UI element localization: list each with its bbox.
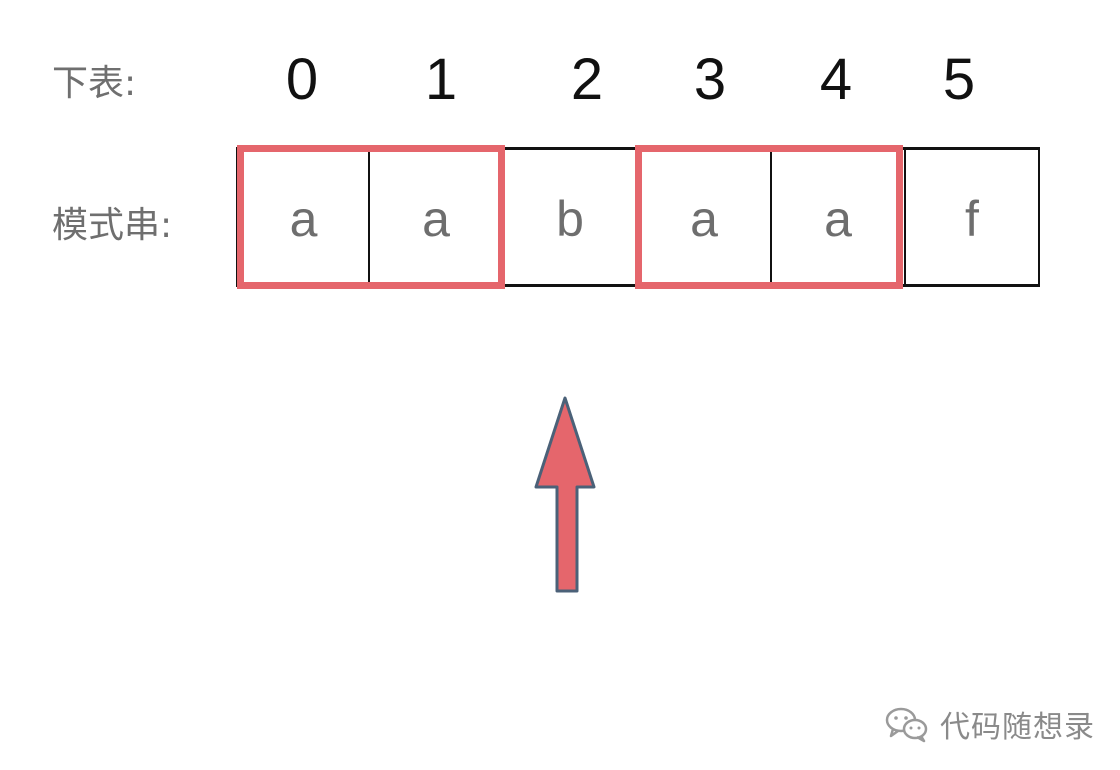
pattern-cell: b [504,147,638,287]
watermark-text: 代码随想录 [940,710,1095,745]
index-number: 3 [693,47,727,112]
index-number: 4 [819,47,853,112]
index-number: 5 [942,47,976,112]
index-number: 2 [570,47,604,112]
index-row-label: 下表: [52,63,137,104]
pattern-cell: a [772,147,906,287]
pattern-char: a [690,191,718,247]
pattern-row-label: 模式串: [52,205,173,246]
pattern-cell: f [906,147,1040,287]
pattern-cell: a [236,147,370,287]
watermark: 代码随想录 [884,702,1095,746]
pattern-char: a [289,191,318,247]
index-number: 0 [285,47,319,112]
pattern-char: a [422,191,450,247]
pointer-arrow-icon [534,396,596,593]
index-number: 1 [424,47,458,112]
pattern-cell: a [370,147,504,287]
pattern-char: b [556,191,584,247]
pattern-char: f [965,191,979,247]
pattern-char: a [824,191,852,247]
pattern-cell: a [638,147,772,287]
wechat-icon [885,707,928,743]
